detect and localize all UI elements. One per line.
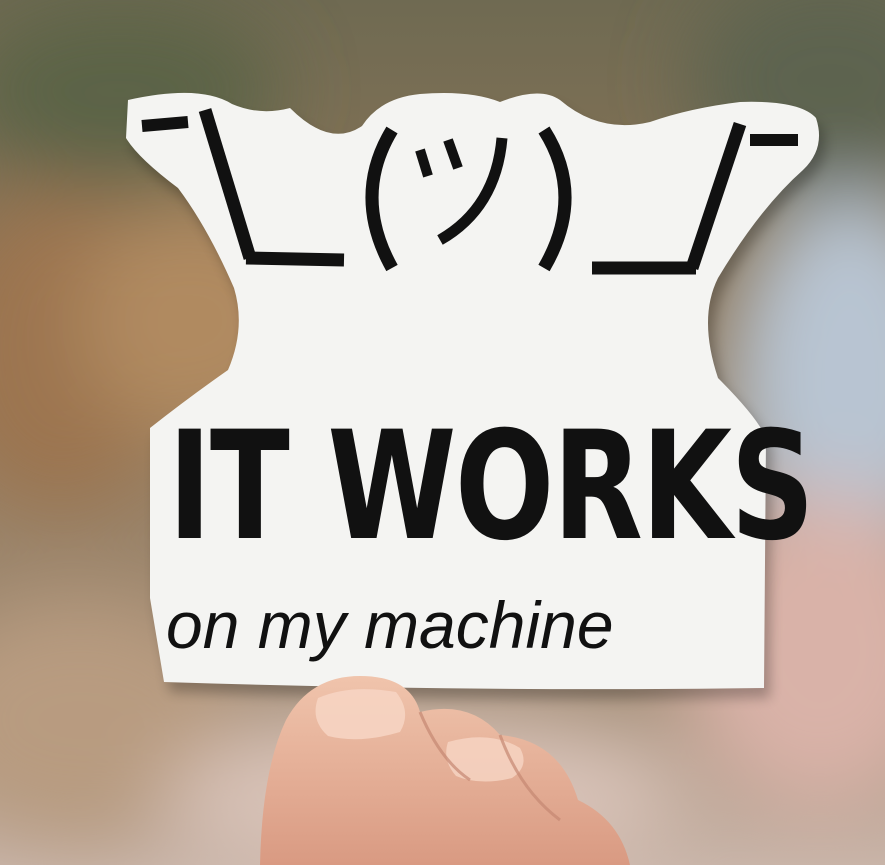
sticker-headline: IT WORKS [168, 400, 815, 574]
shrug-emoticon-icon [141, 108, 798, 275]
hand [260, 676, 630, 865]
sticker-body [126, 92, 820, 690]
sticker-subline: on my machine [166, 588, 614, 662]
